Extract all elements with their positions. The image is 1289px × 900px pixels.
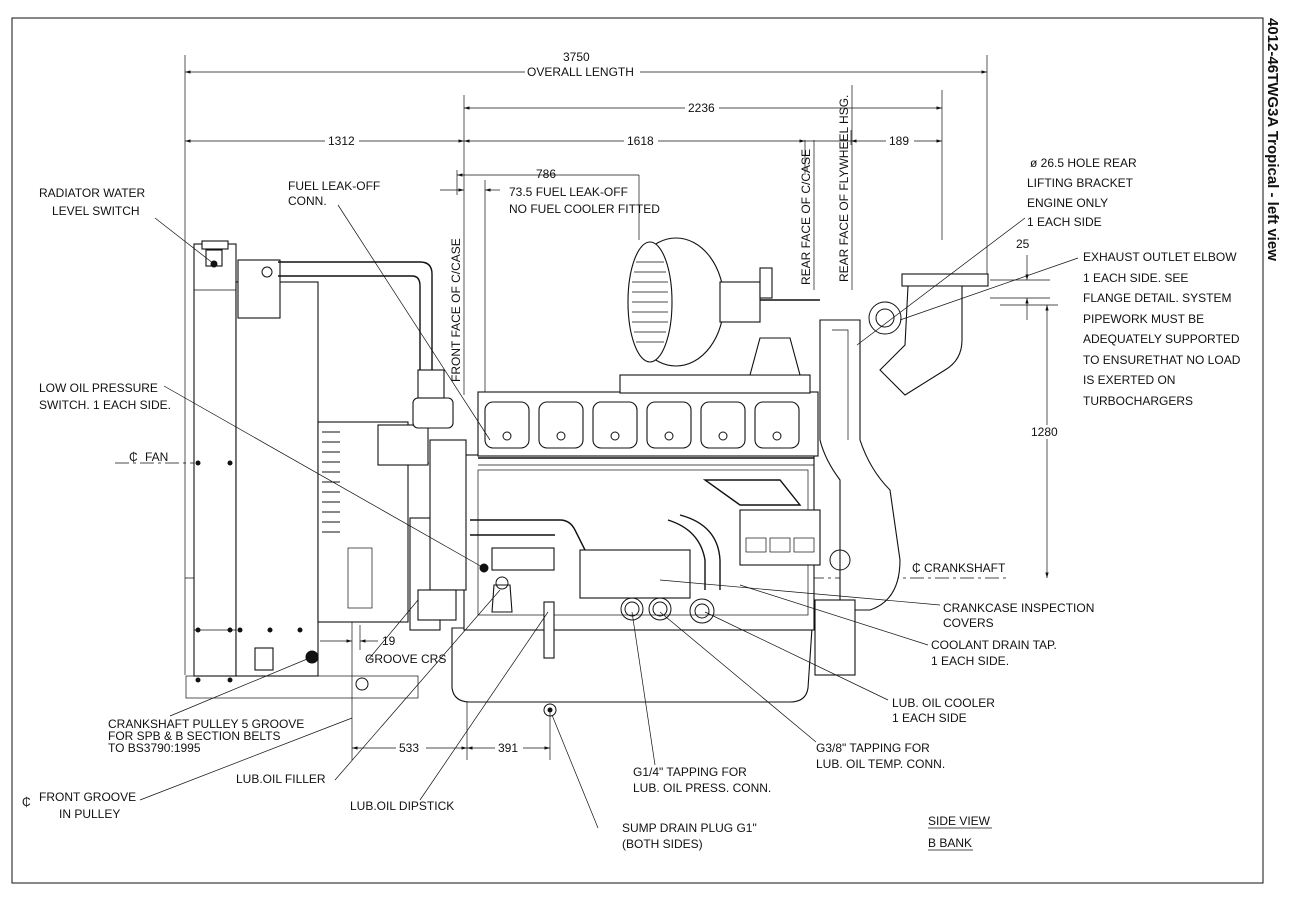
label-g14-line1: G1/4" TAPPING FOR	[633, 765, 747, 779]
dim-391: 391	[498, 741, 518, 755]
label-front-face-ccase: FRONT FACE OF C/CASE	[449, 238, 463, 382]
label-lub-oil-dipstick: LUB.OIL DIPSTICK	[350, 799, 454, 813]
label-fan: FAN	[145, 450, 168, 464]
crankshaft-pulley	[254, 647, 319, 671]
label-radiator-line2: LEVEL SWITCH	[52, 204, 140, 218]
label-front-groove-line2: IN PULLEY	[59, 807, 120, 821]
label-b-bank: B BANK	[928, 836, 972, 850]
label-exhaust-line4: PIPEWORK MUST BE	[1083, 312, 1204, 326]
label-groove-crs: GROOVE CRS	[365, 652, 446, 666]
label-exhaust-line5: ADEQUATELY SUPPORTED	[1083, 332, 1240, 346]
label-exhaust-line3: FLANGE DETAIL. SYSTEM	[1083, 291, 1231, 305]
label-fuel-leakoff-line1: FUEL LEAK-OFF	[288, 179, 380, 193]
dim-1618: 1618	[627, 134, 654, 148]
label-sump-line1: SUMP DRAIN PLUG G1"	[622, 821, 757, 835]
label-lub-cooler-line2: 1 EACH SIDE	[892, 711, 967, 725]
engine-block	[412, 369, 821, 717]
dim-fuel-leakoff-73-line1: 73.5 FUEL LEAK-OFF	[509, 185, 628, 199]
label-g38-line1: G3/8" TAPPING FOR	[816, 741, 930, 755]
dim-786: 786	[536, 167, 556, 181]
label-low-oil-line2: SWITCH. 1 EACH SIDE.	[39, 398, 171, 412]
label-low-oil-line1: LOW OIL PRESSURE	[39, 381, 158, 395]
label-lub-cooler-line1: LUB. OIL COOLER	[892, 696, 995, 710]
label-crankcase-line1: CRANKCASE INSPECTION	[943, 601, 1094, 615]
label-crankshaft: CRANKSHAFT	[924, 561, 1006, 575]
crankshaft-centerline-symbol: ₵	[912, 561, 921, 575]
label-side-view: SIDE VIEW	[928, 814, 991, 828]
dim-1280: 1280	[1031, 425, 1058, 439]
label-hole-line3: ENGINE ONLY	[1027, 196, 1108, 210]
fan-centerline-symbol: ₵	[129, 450, 138, 464]
front-groove-centerline-symbol: ₵	[22, 795, 31, 809]
dim-533: 533	[399, 741, 419, 755]
label-rear-face-ccase: REAR FACE OF C/CASE	[799, 149, 813, 285]
label-fuel-leakoff-line2: CONN.	[288, 194, 327, 208]
drawing-border	[11, 17, 1264, 884]
dim-189: 189	[889, 134, 909, 148]
cylinder-heads	[484, 401, 800, 449]
dim-overall-length-label: OVERALL LENGTH	[527, 65, 634, 79]
label-lub-oil-filler: LUB.OIL FILLER	[236, 772, 326, 786]
dim-25: 25	[1016, 237, 1030, 251]
label-pulley-line2: FOR SPB & B SECTION BELTS	[108, 729, 280, 743]
label-front-groove-line1: FRONT GROOVE	[39, 790, 136, 804]
label-hole-line2: LIFTING BRACKET	[1027, 176, 1134, 190]
label-g14-line2: LUB. OIL PRESS. CONN.	[633, 781, 771, 795]
dim-2236: 2236	[688, 101, 715, 115]
label-hole-line4: 1 EACH SIDE	[1027, 215, 1102, 229]
turbo-exhaust	[814, 273, 989, 676]
label-crankcase-line2: COVERS	[943, 616, 994, 630]
label-coolant-line2: 1 EACH SIDE.	[931, 654, 1009, 668]
dim-19: 19	[382, 634, 396, 648]
label-pulley-line3: TO BS3790:1995	[108, 741, 201, 755]
label-coolant-line1: COOLANT DRAIN TAP.	[931, 638, 1057, 652]
label-radiator-line1: RADIATOR WATER	[39, 186, 146, 200]
leader-lines	[139, 204, 1079, 829]
label-exhaust-line1: EXHAUST OUTLET ELBOW	[1083, 250, 1237, 264]
label-g38-line2: LUB. OIL TEMP. CONN.	[816, 757, 945, 771]
label-exhaust-line6: TO ENSURETHAT NO LOAD	[1083, 353, 1241, 367]
label-pulley-line1: CRANKSHAFT PULLEY 5 GROOVE	[108, 717, 304, 731]
label-exhaust-line7: IS EXERTED ON	[1083, 373, 1175, 387]
fan-shroud	[317, 421, 441, 631]
dim-1312: 1312	[328, 134, 355, 148]
air-filter	[627, 237, 820, 376]
label-exhaust-line2: 1 EACH SIDE. SEE	[1083, 271, 1188, 285]
dim-fuel-leakoff-73-line2: NO FUEL COOLER FITTED	[509, 202, 660, 216]
drawing-title: 4012-46TWG3A Tropical - left view	[1264, 18, 1281, 261]
label-hole-line1: ø 26.5 HOLE REAR	[1030, 156, 1137, 170]
label-rear-face-flywheel: REAR FACE OF FLYWHEEL HSG.	[837, 95, 851, 282]
label-exhaust-line8: TURBOCHARGERS	[1083, 394, 1193, 408]
label-sump-line2: (BOTH SIDES)	[622, 837, 703, 851]
dim-overall-length-value: 3750	[563, 50, 590, 64]
radiator	[185, 240, 433, 699]
